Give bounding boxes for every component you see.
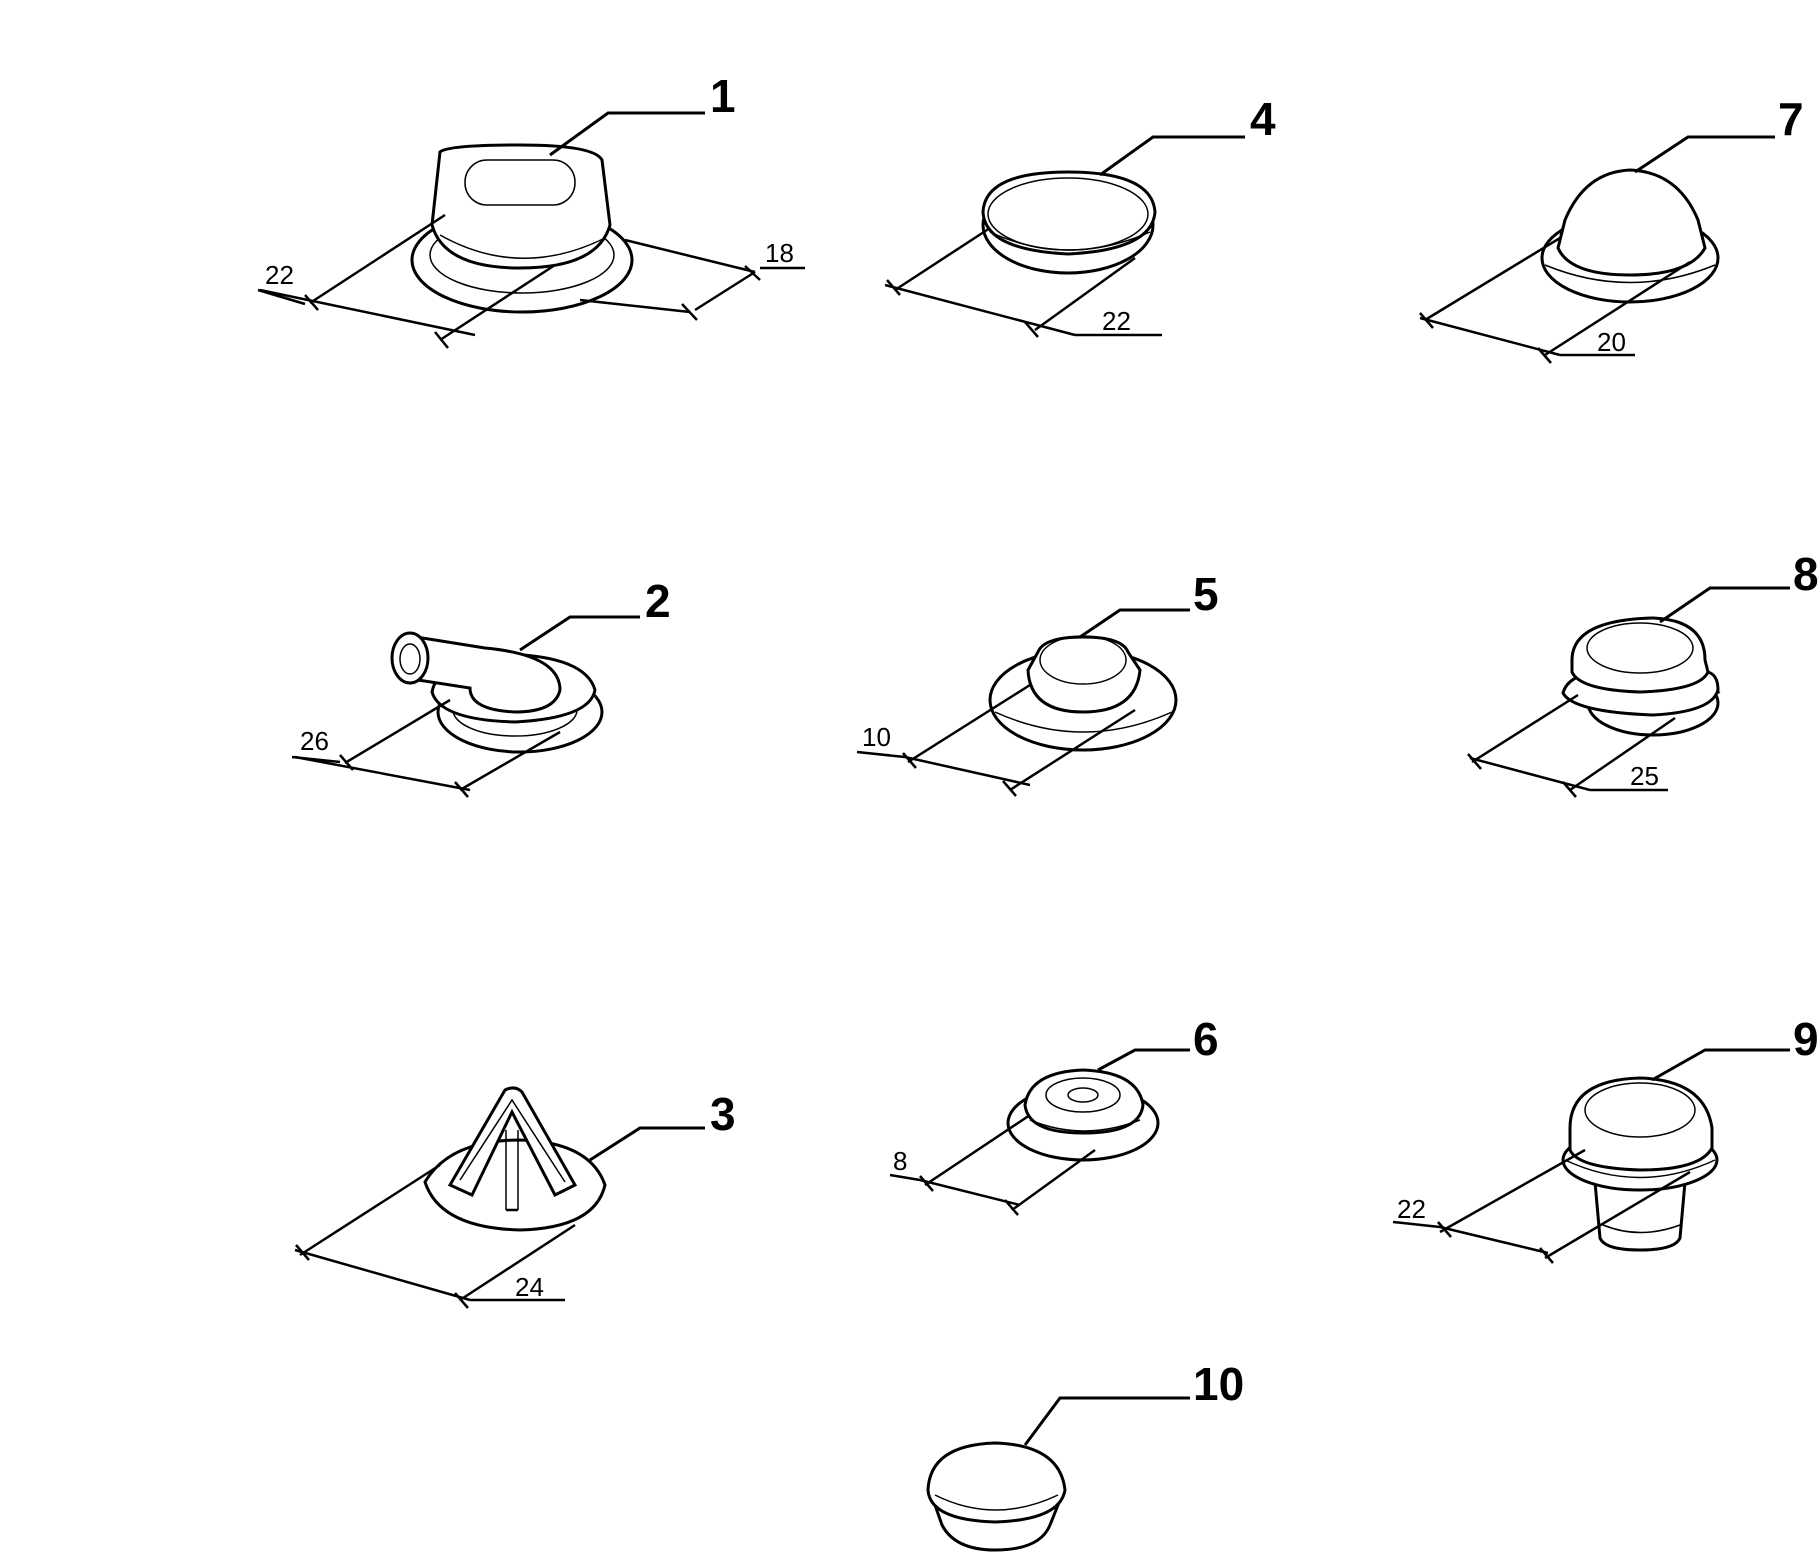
- part-7-dim-label: 20: [1597, 327, 1626, 357]
- part-6-leader: 6: [1097, 1013, 1219, 1072]
- part-2-dimension: 26: [291, 698, 561, 798]
- part-1-callout: 1: [710, 70, 736, 122]
- part-6: 6 8: [889, 1013, 1219, 1216]
- part-5: 5 10: [856, 568, 1219, 797]
- part-8-drawing: [1561, 616, 1721, 737]
- part-10-leader: 10: [1023, 1358, 1244, 1446]
- part-3-dimension: 24: [294, 1163, 576, 1309]
- part-4-leader: 4: [1099, 93, 1276, 177]
- part-6-dim-label: 8: [893, 1146, 907, 1176]
- part-2: 2 26: [291, 575, 671, 798]
- part-9-dim-label: 22: [1397, 1194, 1426, 1224]
- part-5-callout: 5: [1193, 568, 1219, 620]
- part-2-dim-label: 26: [300, 726, 329, 756]
- part-1-dim-a-label: 22: [265, 260, 294, 290]
- part-8-dimension: 25: [1467, 693, 1676, 798]
- part-9-leader: 9: [1651, 1013, 1818, 1082]
- part-5-drawing: [988, 635, 1178, 752]
- part-7-leader: 7: [1634, 93, 1804, 174]
- part-1-dim-b-label: 18: [765, 238, 794, 268]
- part-1-dimension-a: 22: [257, 213, 556, 349]
- part-5-dimension: 10: [856, 683, 1136, 797]
- part-1-drawing: [410, 143, 634, 314]
- part-9-drawing: [1561, 1076, 1719, 1252]
- part-6-callout: 6: [1193, 1013, 1219, 1065]
- part-1-leader: 1: [549, 70, 736, 157]
- part-1-dimension-b: 18: [579, 238, 805, 321]
- part-4-dim-label: 22: [1102, 306, 1131, 336]
- part-10-drawing: [926, 1441, 1067, 1552]
- part-3-dim-label: 24: [515, 1272, 544, 1302]
- part-3: 3 24: [294, 1086, 736, 1309]
- part-10-callout: 10: [1193, 1358, 1244, 1410]
- part-7-dimension: 20: [1419, 236, 1691, 364]
- part-5-leader: 5: [1079, 568, 1219, 639]
- part-9-dimension: 22: [1392, 1148, 1691, 1264]
- part-5-dim-label: 10: [862, 722, 891, 752]
- part-7-callout: 7: [1778, 93, 1804, 145]
- part-9-callout: 9: [1793, 1013, 1818, 1065]
- part-2-leader: 2: [519, 575, 671, 652]
- part-2-callout: 2: [645, 575, 671, 627]
- part-6-drawing: [1006, 1068, 1160, 1162]
- part-7-drawing: [1540, 168, 1720, 304]
- part-9: 9 22: [1392, 1013, 1818, 1264]
- part-4: 4 22: [884, 93, 1276, 338]
- part-2-drawing: [390, 631, 604, 754]
- part-4-callout: 4: [1250, 93, 1276, 145]
- part-8-leader: 8: [1659, 548, 1818, 624]
- part-4-dimension: 22: [884, 226, 1162, 338]
- part-4-drawing: [981, 170, 1157, 275]
- part-10: 10: [926, 1358, 1244, 1552]
- part-3-leader: 3: [589, 1088, 736, 1162]
- part-8: 8 25: [1467, 548, 1818, 798]
- part-3-callout: 3: [710, 1088, 736, 1140]
- part-1: 1 22 18: [257, 70, 805, 349]
- part-6-dimension: 8: [889, 1113, 1096, 1216]
- part-8-dim-label: 25: [1630, 761, 1659, 791]
- part-8-callout: 8: [1793, 548, 1818, 600]
- part-3-drawing: [423, 1086, 607, 1232]
- part-7: 7 20: [1419, 93, 1804, 364]
